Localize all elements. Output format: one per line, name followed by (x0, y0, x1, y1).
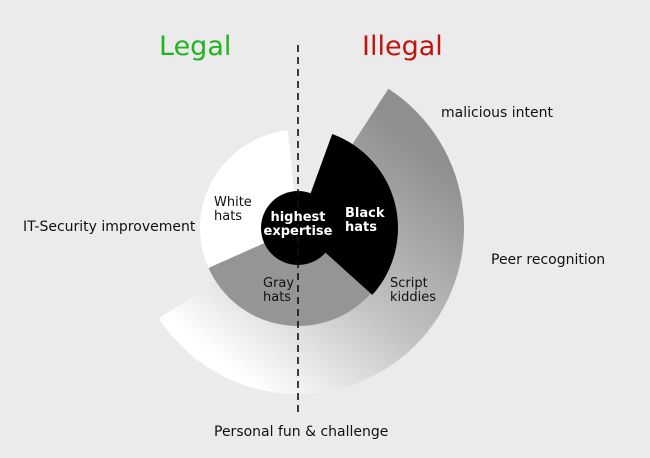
script-kiddies-segment (158, 88, 464, 394)
personal-fun-challenge-label: Personal fun & challenge (214, 424, 389, 440)
black-hats-label: Black hats (345, 206, 385, 235)
white-hats-label: White hats (214, 195, 252, 224)
gray-hats-label: Gray hats (263, 276, 295, 305)
legal-heading: Legal (159, 31, 232, 62)
black-hats-segment (298, 134, 398, 295)
gray-hats-segment (208, 228, 371, 326)
it-security-improvement-label: IT-Security improvement (23, 219, 196, 235)
script-kiddies-label: Script kiddies (390, 276, 437, 305)
peer-recognition-label: Peer recognition (491, 252, 606, 268)
highest-expertise-label: highest expertise (263, 210, 333, 239)
illegal-heading: Illegal (362, 31, 443, 62)
malicious-intent-label: malicious intent (441, 105, 553, 121)
